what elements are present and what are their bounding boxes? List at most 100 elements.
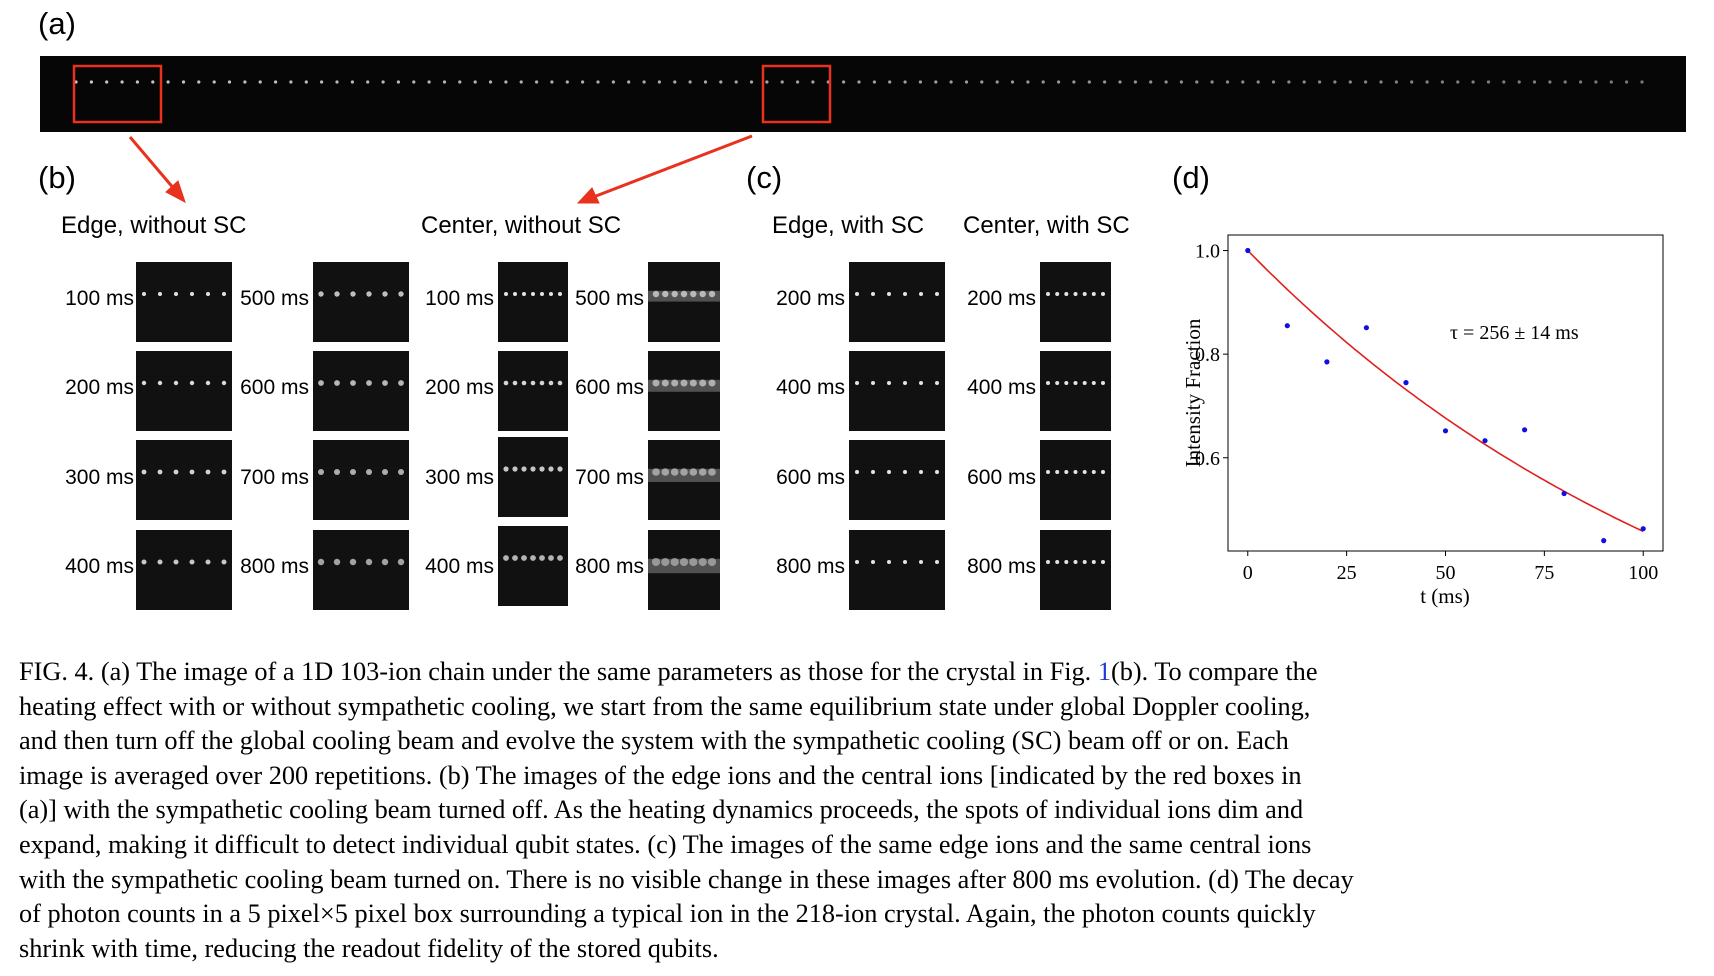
arrow-to-center	[576, 134, 753, 204]
ion-spot	[318, 469, 324, 475]
ion-image-tile	[313, 262, 409, 342]
ion-spot	[320, 80, 324, 84]
ion-spot	[120, 80, 124, 84]
caption-line: with the sympathetic cooling beam turned…	[19, 863, 1709, 898]
ion-spot	[689, 557, 698, 567]
ion-spot	[690, 290, 697, 298]
ion-spot	[734, 80, 738, 84]
ion-spot	[1101, 292, 1105, 296]
time-label: 700 ms	[240, 466, 309, 489]
ion-spot	[503, 466, 509, 472]
ion-spot	[1440, 80, 1444, 84]
ion-spot	[539, 380, 545, 386]
ion-spot	[366, 469, 372, 475]
data-point	[1403, 380, 1409, 386]
ion-spot	[1379, 80, 1383, 84]
ion-image-tile	[648, 440, 720, 520]
ion-spot	[1287, 80, 1291, 84]
ion-spot	[335, 80, 339, 84]
ion-spot	[396, 80, 400, 84]
ion-spot	[780, 80, 784, 84]
time-label: 100 ms	[425, 287, 494, 310]
ion-spot	[708, 290, 716, 298]
ion-spot	[212, 80, 216, 84]
ion-spot	[657, 80, 662, 84]
ion-spot	[855, 292, 859, 296]
ion-spot	[919, 381, 923, 385]
ion-spot	[397, 558, 405, 566]
x-tick-label: 75	[1534, 562, 1554, 584]
caption-line: expand, making it difficult to detect in…	[19, 828, 1709, 863]
ion-spot	[887, 292, 891, 296]
ion-spot	[903, 292, 907, 296]
ion-spot	[1055, 381, 1060, 385]
ion-spot	[661, 557, 670, 567]
ion-spot	[689, 379, 697, 387]
ion-spot	[749, 80, 754, 84]
ion-spot	[670, 468, 679, 476]
ion-spot	[221, 380, 227, 386]
ion-tile-spots	[141, 380, 227, 386]
ion-spot	[708, 468, 716, 476]
ion-spot	[548, 466, 554, 472]
ion-spot	[1082, 381, 1087, 385]
ion-spot	[855, 381, 859, 385]
ion-tile-spots	[503, 380, 563, 386]
data-point	[1363, 325, 1369, 331]
ion-tile-spots	[318, 380, 404, 386]
ion-spot	[1057, 80, 1061, 84]
ion-image-tile	[648, 530, 720, 610]
ion-spot	[398, 291, 404, 297]
ion-spot	[1609, 80, 1613, 84]
ion-tile-spots	[504, 292, 562, 296]
ion-tile-spots	[648, 290, 720, 302]
ion-spot	[105, 80, 109, 84]
ion-spot	[1256, 80, 1260, 84]
ion-spot	[157, 469, 163, 475]
x-tick-label: 25	[1337, 562, 1357, 584]
ion-spot	[1348, 80, 1352, 84]
ion-spot	[903, 470, 907, 474]
ion-spot	[550, 80, 554, 84]
caption-line: shrink with time, reducing the readout f…	[19, 932, 1709, 967]
ion-spot	[871, 560, 875, 564]
ion-spot	[949, 80, 953, 84]
ion-spot	[651, 557, 661, 567]
ion-image-tile	[849, 351, 945, 431]
figure-reference-link[interactable]: 1	[1097, 657, 1111, 686]
ion-spot	[670, 557, 679, 567]
ion-spot	[1055, 470, 1060, 474]
ion-spot	[1333, 80, 1337, 84]
ion-spot	[719, 80, 723, 84]
caption-line: of photon counts in a 5 pixel×5 pixel bo…	[19, 897, 1709, 932]
ion-spot	[530, 380, 536, 386]
ion-spot	[980, 80, 984, 84]
ion-spot	[1241, 80, 1245, 84]
ion-spot	[1563, 80, 1567, 84]
ion-spot	[642, 80, 646, 84]
ion-spot	[558, 292, 562, 296]
ion-spot	[611, 80, 616, 84]
ion-spot	[365, 558, 373, 566]
ion-spot	[412, 80, 416, 84]
panel-d-label: (d)	[1172, 160, 1210, 195]
time-label: 800 ms	[967, 555, 1036, 578]
ion-spot	[442, 80, 447, 84]
caption-text: of photon counts in a 5 pixel×5 pixel bo…	[19, 899, 1316, 929]
ion-spot	[221, 469, 227, 475]
time-label: 300 ms	[425, 466, 494, 489]
ion-spot	[1064, 292, 1069, 296]
ion-spot	[522, 292, 526, 296]
ion-image-tile	[136, 351, 232, 431]
time-label: 200 ms	[425, 376, 494, 399]
ion-spot	[197, 80, 201, 84]
ion-spot	[661, 379, 669, 387]
ion-spot	[699, 379, 707, 387]
ion-spot	[521, 466, 527, 472]
data-point	[1284, 323, 1290, 329]
ion-spot	[935, 381, 939, 385]
ion-spot	[698, 468, 707, 476]
y-tick-label: 0.6	[1195, 448, 1220, 470]
ion-spot	[871, 470, 875, 474]
ion-spot	[189, 559, 195, 565]
